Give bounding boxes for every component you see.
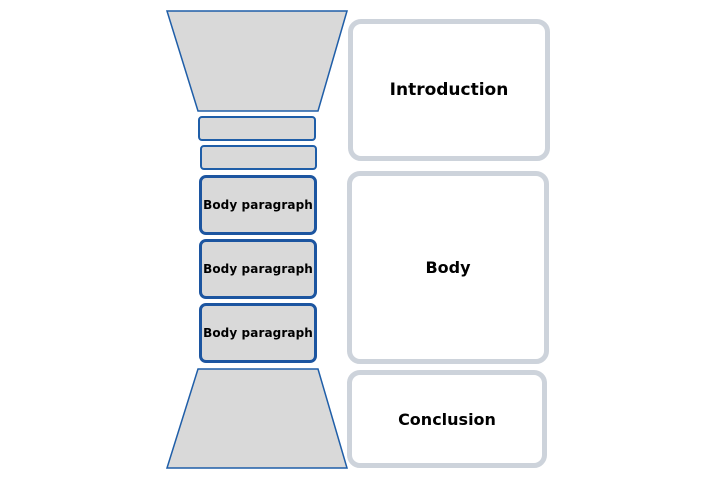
conclusion-funnel-shape [165, 368, 349, 469]
body-section: Body [347, 171, 549, 364]
body-paragraph-box: Body paragraph [199, 303, 317, 363]
introduction-funnel-shape [165, 10, 348, 112]
body-paragraph-label: Body paragraph [203, 326, 313, 340]
body-label: Body [425, 258, 471, 277]
body-paragraph-box: Body paragraph [199, 239, 317, 299]
introduction-section: Introduction [348, 19, 550, 161]
body-paragraph-label: Body paragraph [203, 262, 313, 276]
introduction-label: Introduction [389, 80, 509, 100]
introduction-bar-1 [198, 116, 316, 141]
body-paragraph-box: Body paragraph [199, 175, 317, 235]
introduction-bar-2 [200, 145, 317, 170]
conclusion-section: Conclusion [347, 370, 547, 468]
body-paragraph-label: Body paragraph [203, 198, 313, 212]
conclusion-label: Conclusion [398, 409, 496, 429]
